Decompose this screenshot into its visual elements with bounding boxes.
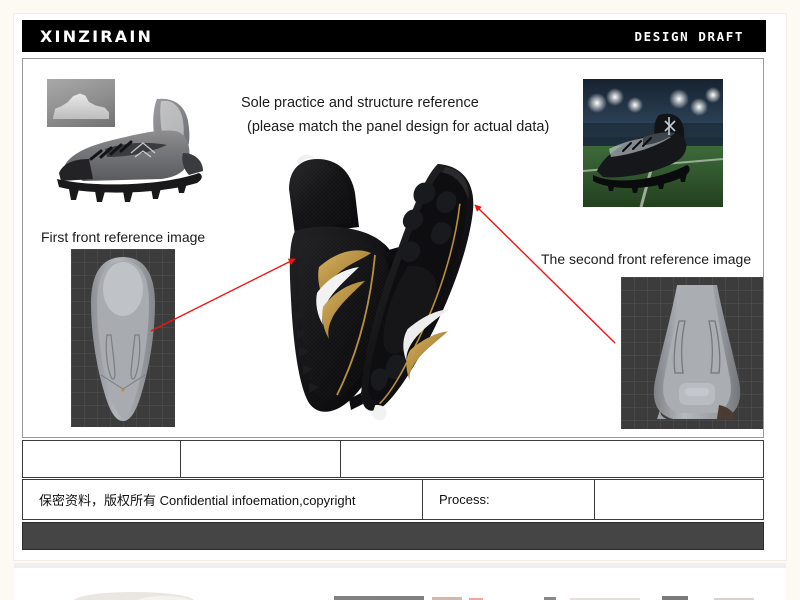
black-cleat-pair-image xyxy=(271,147,521,427)
inset-shoe-silhouette xyxy=(53,93,109,119)
gray-cleat-image xyxy=(35,73,235,213)
footer-table: 保密资料，版权所有 Confidential infoemation,copyr… xyxy=(22,479,764,520)
brand-logo-text: XINZIRAIN xyxy=(40,26,154,46)
page-title-line-2: (please match the panel design for actua… xyxy=(247,119,550,135)
design-draft-label: DESIGN DRAFT xyxy=(634,28,744,44)
spec-table-top xyxy=(22,440,764,478)
page-title-line-1: Sole practice and structure reference xyxy=(241,95,479,111)
spec-cell-3[interactable] xyxy=(341,441,763,477)
cad-shoe-front-render xyxy=(621,277,763,429)
gray-cleat-illustration xyxy=(57,98,203,202)
next-page-artwork xyxy=(14,568,786,600)
process-value[interactable] xyxy=(595,480,763,519)
footer-dark-bar xyxy=(22,522,764,550)
gray-cleat-inset-thumbnail xyxy=(47,79,115,127)
stadium-cleat-photo xyxy=(583,79,723,207)
cad-shoe-last-render xyxy=(71,249,175,427)
reference-content-frame: Sole practice and structure reference (p… xyxy=(22,58,764,438)
spec-cell-1[interactable] xyxy=(23,441,181,477)
page-separator xyxy=(14,563,786,568)
stadium-photo-artwork xyxy=(583,79,723,207)
process-label: Process: xyxy=(423,480,595,519)
first-reference-label: First front reference image xyxy=(41,229,206,245)
document-header-bar: XINZIRAIN DESIGN DRAFT xyxy=(22,20,766,52)
cad-front-geometry xyxy=(653,285,741,419)
next-page-sliver xyxy=(14,568,786,600)
black-cleat-pair-illustration xyxy=(289,154,474,421)
confidential-notice: 保密资料，版权所有 Confidential infoemation,copyr… xyxy=(23,480,423,519)
cad-last-geometry xyxy=(91,257,155,421)
page-title: Sole practice and structure reference (p… xyxy=(241,91,581,139)
spec-cell-2[interactable] xyxy=(181,441,341,477)
second-reference-label: The second front reference image xyxy=(541,251,752,267)
